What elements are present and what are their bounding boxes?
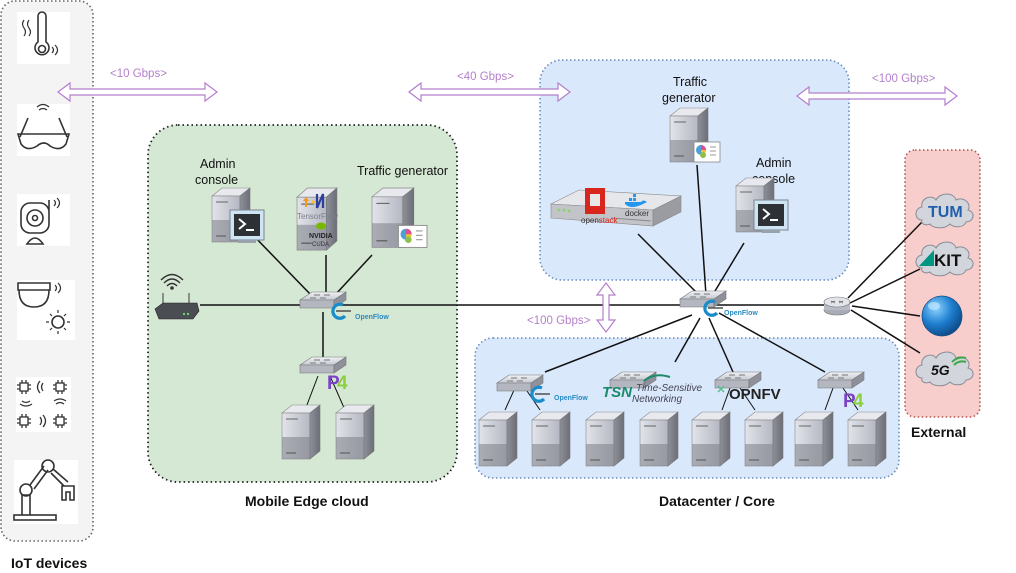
wireless-chip-mesh-icon: [16, 377, 71, 432]
core-openflow-switch[interactable]: OpenFlow: [679, 290, 758, 317]
robot-arm-icon: [13, 459, 78, 524]
core-router[interactable]: [823, 296, 851, 316]
edge-tgen-label: Traffic generator: [357, 164, 448, 178]
edge-gpu-server-icon[interactable]: TensorFlow NVIDIA CUDA: [296, 187, 338, 251]
iot-title: IoT devices: [11, 555, 87, 571]
dc-tsn-switch[interactable]: TSN Time-Sensitive Networking: [602, 371, 702, 405]
edge-openflow-switch[interactable]: OpenFlow: [299, 291, 389, 321]
openflow-logo-text: OpenFlow: [724, 310, 758, 317]
svg-text:TensorFlow: TensorFlow: [297, 212, 338, 221]
p4-logo: P: [327, 373, 340, 394]
arrow-iot-edge: [57, 81, 218, 103]
edge-admin-link: [249, 231, 313, 297]
openflow-logo-text: OpenFlow: [554, 395, 588, 402]
datacenter-region: [474, 337, 900, 479]
dc-server[interactable]: [639, 411, 679, 467]
dc-server[interactable]: [585, 411, 625, 467]
svg-text:NVIDIA: NVIDIA: [309, 233, 333, 240]
arrow-edge-core: [408, 81, 571, 103]
5g-cloud[interactable]: 5G: [915, 351, 974, 387]
svg-text:CUDA: CUDA: [312, 242, 329, 248]
ip-camera-icon: [17, 194, 70, 246]
speed-label-edge-core: <40 Gbps>: [457, 71, 514, 83]
wifi-router-icon[interactable]: [154, 273, 200, 320]
tsn-logo: TSN: [602, 384, 633, 401]
edge-server-1[interactable]: [281, 404, 321, 460]
svg-text:docker: docker: [625, 209, 649, 218]
security-camera-sun-icon: [17, 280, 75, 340]
core-tgen-label-1: Traffic: [673, 75, 707, 89]
external-title: External: [911, 424, 966, 440]
dc-p4-switch[interactable]: P 4: [817, 371, 865, 412]
internet-globe-icon[interactable]: [921, 295, 963, 337]
speed-label-iot-edge: <10 Gbps>: [110, 68, 167, 80]
tsn-text-2: Networking: [632, 394, 682, 405]
dc-server[interactable]: [794, 411, 834, 467]
smart-glasses-icon: [16, 103, 71, 156]
dc-openflow-switch[interactable]: OpenFlow: [496, 374, 588, 403]
links: [200, 164, 923, 411]
arrow-core-external: [796, 85, 958, 107]
speed-label-core-external: <100 Gbps>: [872, 73, 936, 85]
core-tgen-label-2: generator: [662, 91, 716, 105]
docker-logo: [625, 200, 647, 207]
p4-logo: P: [843, 391, 856, 412]
edge-admin-label-2: console: [195, 173, 238, 187]
5g-logo: 5G: [931, 362, 950, 378]
core-admin-label-1: Admin: [756, 156, 791, 170]
dc-server[interactable]: [478, 411, 518, 467]
rack-server-openstack-docker[interactable]: openstack docker: [549, 188, 683, 227]
speed-label-core-datacenter: <100 Gbps>: [527, 315, 591, 327]
edge-admin-label-1: Admin: [200, 157, 235, 171]
svg-text:openstack: openstack: [581, 216, 618, 225]
tum-cloud[interactable]: TUM: [915, 193, 974, 229]
dc-server[interactable]: [847, 411, 887, 467]
datacenter-title: Datacenter / Core: [659, 493, 775, 509]
edge-title: Mobile Edge cloud: [245, 493, 369, 509]
svg-text:4: 4: [337, 373, 348, 394]
openflow-logo-text: OpenFlow: [355, 314, 389, 321]
tum-logo: TUM: [928, 204, 963, 221]
edge-p4-switch[interactable]: P 4: [299, 356, 348, 394]
dc-opnfv-switch[interactable]: OPNFV: [714, 371, 781, 403]
arrow-core-datacenter: [595, 282, 617, 333]
kit-logo: KIT: [934, 251, 962, 270]
svg-text:4: 4: [853, 391, 864, 412]
thermometer-sensor-icon: [17, 11, 70, 64]
edge-tgen-link: [334, 254, 373, 296]
dc-server[interactable]: [531, 411, 571, 467]
edge-server-2[interactable]: [335, 404, 375, 460]
opnfv-logo: OPNFV: [729, 386, 781, 403]
dc-server[interactable]: [744, 411, 784, 467]
tsn-text-1: Time-Sensitive: [636, 383, 702, 394]
dc-server[interactable]: [691, 411, 731, 467]
kit-cloud[interactable]: KIT: [915, 241, 974, 277]
